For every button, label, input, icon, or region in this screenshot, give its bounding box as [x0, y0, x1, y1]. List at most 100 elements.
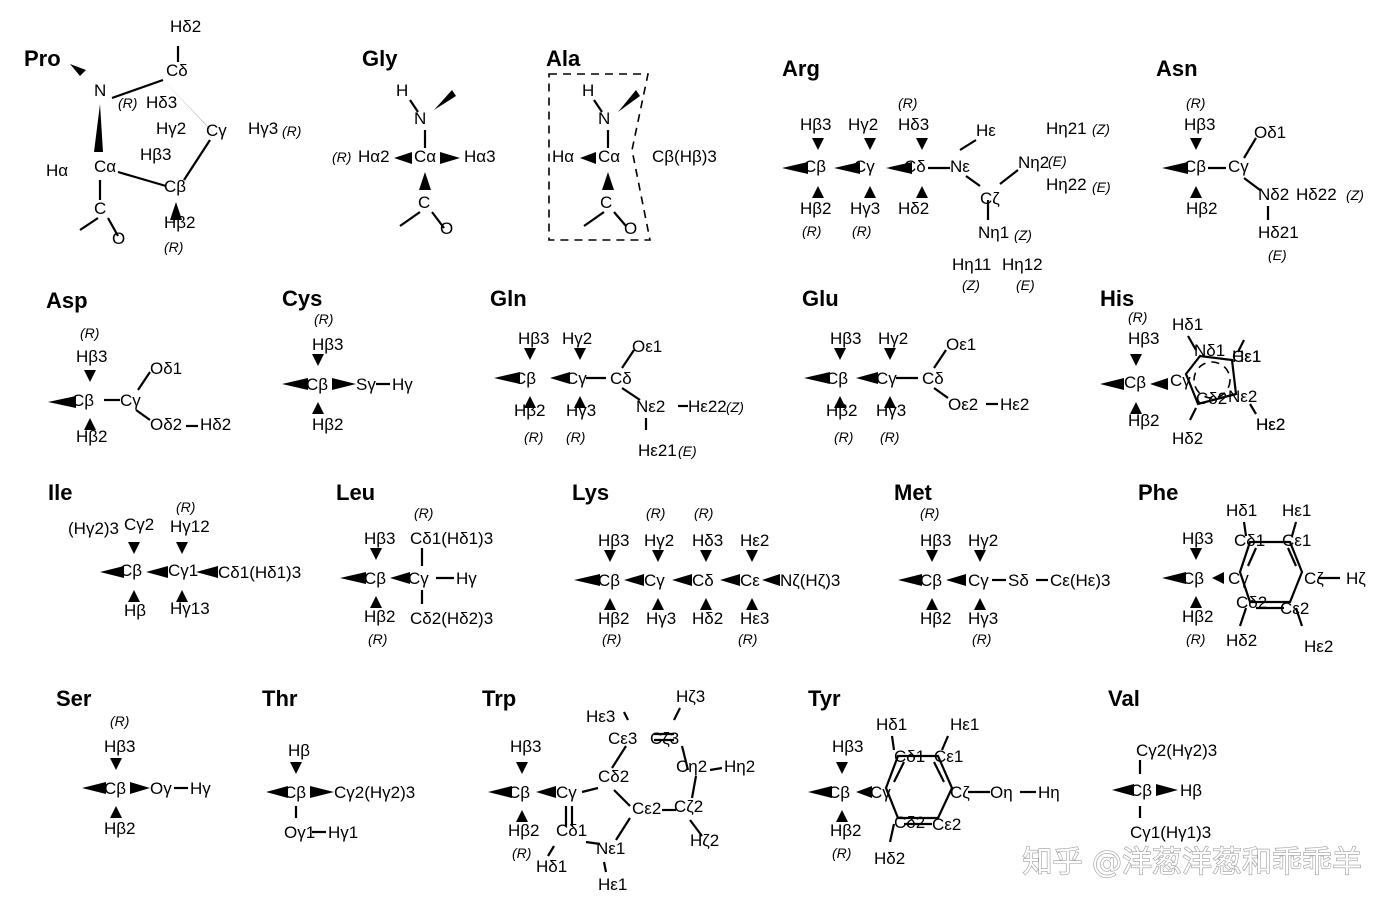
atom-label-trp: Hη2	[724, 757, 755, 776]
atom-label-trp: Nε1	[596, 839, 625, 858]
config-label-gln: (E)	[678, 443, 697, 459]
residue-name-ser: Ser	[56, 686, 92, 711]
atom-label-trp: Hζ2	[690, 831, 719, 850]
atom-label-his: Nδ1	[1194, 341, 1225, 360]
config-label-arg: (R)	[898, 95, 917, 111]
atom-label-ala: H	[582, 81, 594, 100]
atom-label-pro: Cδ	[166, 61, 188, 80]
atom-label-phe: Cδ2	[1236, 593, 1267, 612]
atom-label-gly: O	[440, 219, 453, 238]
atom-label-arg: Hη21	[1046, 119, 1087, 138]
atom-label-thr: Hγ1	[328, 823, 358, 842]
atom-label-tyr: Hδ2	[874, 849, 905, 868]
config-label-lys: (R)	[602, 631, 621, 647]
config-label-pro: (R)	[282, 123, 301, 139]
atom-label-met: Hγ2	[968, 531, 998, 550]
atom-label-met: Cε(Hε)3	[1050, 571, 1111, 590]
atom-label-lys: Hδ3	[692, 531, 723, 550]
atom-label-pro: Cα	[94, 157, 116, 176]
atom-label-gly: Cα	[414, 147, 436, 166]
atom-label-asn: Hβ2	[1186, 199, 1218, 218]
atom-label-met: Cβ	[920, 571, 942, 590]
config-label-arg: (R)	[852, 223, 871, 239]
atom-label-phe: Cγ	[1228, 569, 1249, 588]
atom-label-val: Hβ	[1180, 781, 1202, 800]
atom-label-arg: Hε	[976, 121, 996, 140]
atom-label-asn: Cβ	[1184, 157, 1206, 176]
config-label-gln: (R)	[566, 429, 585, 445]
atom-label-tyr: Cζ	[950, 783, 970, 802]
atom-label-phe: Cζ	[1304, 569, 1324, 588]
atom-label-asn: Hδ21	[1258, 223, 1299, 242]
watermark-text: 知乎 @洋葱洋葱和乖乖羊	[1022, 845, 1362, 880]
atom-label-cys: Sγ	[356, 375, 376, 394]
atom-label-his: Hδ1	[1172, 315, 1203, 334]
config-label-arg: (Z)	[1092, 121, 1110, 137]
atom-label-arg: Nε	[950, 157, 970, 176]
config-label-gly: (R)	[332, 149, 351, 165]
atom-label-cys: Hβ2	[312, 415, 344, 434]
atom-label-tyr: Cβ	[828, 783, 850, 802]
atom-label-arg: Cγ	[854, 157, 875, 176]
atom-label-pro: Hδ3	[146, 93, 177, 112]
atom-label-tyr: Cδ1	[894, 747, 925, 766]
atom-label-asp: Hβ3	[76, 347, 108, 366]
atom-label-ile: Hγ12	[170, 517, 210, 536]
atom-label-arg: Hη22	[1046, 175, 1087, 194]
atom-label-pro: Hδ2	[170, 17, 201, 36]
atom-label-cys: Hγ	[392, 375, 413, 394]
atom-label-his: Cε1	[1232, 347, 1261, 366]
atom-label-his: Cβ	[1124, 373, 1146, 392]
config-label-asn: (R)	[1186, 95, 1205, 111]
atom-label-his: Hβ2	[1128, 411, 1160, 430]
atom-label-leu: Hβ2	[364, 607, 396, 626]
atom-label-gln: Hγ3	[566, 401, 596, 420]
config-label-lys: (R)	[694, 505, 713, 521]
residue-name-asp: Asp	[46, 288, 88, 313]
atom-label-ile: Cγ1	[168, 561, 198, 580]
atom-label-gly: C	[418, 193, 430, 212]
atom-label-met: Hβ2	[920, 609, 952, 628]
atom-label-phe: Cδ1	[1234, 531, 1265, 550]
atom-label-asp: Hδ2	[200, 415, 231, 434]
atom-label-phe: Hζ	[1346, 569, 1366, 588]
atom-label-cys: Hβ3	[312, 335, 344, 354]
config-label-ile: (R)	[176, 499, 195, 515]
config-label-arg: (Z)	[962, 277, 980, 293]
atom-label-glu: Oε1	[946, 335, 976, 354]
atom-label-gly: H	[396, 81, 408, 100]
atom-label-arg: Hδ3	[898, 115, 929, 134]
config-label-pro: (R)	[164, 239, 183, 255]
atom-label-asp: Hβ2	[76, 427, 108, 446]
residue-name-lys: Lys	[572, 480, 609, 505]
atom-label-leu: Cδ1(Hδ1)3	[410, 529, 493, 548]
atom-label-pro: Hβ3	[140, 145, 172, 164]
atom-label-gln: Hβ2	[514, 401, 546, 420]
config-label-met: (R)	[920, 505, 939, 521]
atom-label-phe: Cβ	[1182, 569, 1204, 588]
atom-label-gln: Hε22	[688, 397, 727, 416]
atom-label-arg: Nη1	[978, 223, 1009, 242]
residue-name-ala: Ala	[546, 46, 581, 71]
atom-label-lys: Cδ	[692, 571, 714, 590]
atom-label-tyr: Hβ2	[830, 821, 862, 840]
atom-label-ile: Cβ	[120, 561, 142, 580]
atom-label-trp: Cη2	[676, 757, 707, 776]
atom-label-glu: Cγ	[876, 369, 897, 388]
atom-label-met: Hβ3	[920, 531, 952, 550]
atom-label-leu: Hγ	[456, 569, 477, 588]
atom-label-trp: Cδ2	[598, 767, 629, 786]
configuration-label-layer: (R)(R)(R)(R)(R)(Z)(E)(E)(R)(R)(Z)(Z)(E)(…	[80, 95, 1364, 861]
atom-label-ser: Hβ2	[104, 819, 136, 838]
atom-label-asp: Oδ2	[150, 415, 182, 434]
config-label-phe: (R)	[1186, 631, 1205, 647]
atom-label-ile: Hγ13	[170, 599, 210, 618]
atom-label-arg: Hη12	[1002, 255, 1043, 274]
atom-label-ala: Cβ(Hβ)3	[652, 147, 717, 166]
atom-label-asp: Cγ	[120, 391, 141, 410]
atom-label-tyr: Cε2	[932, 815, 961, 834]
atom-label-ser: Hβ3	[104, 737, 136, 756]
